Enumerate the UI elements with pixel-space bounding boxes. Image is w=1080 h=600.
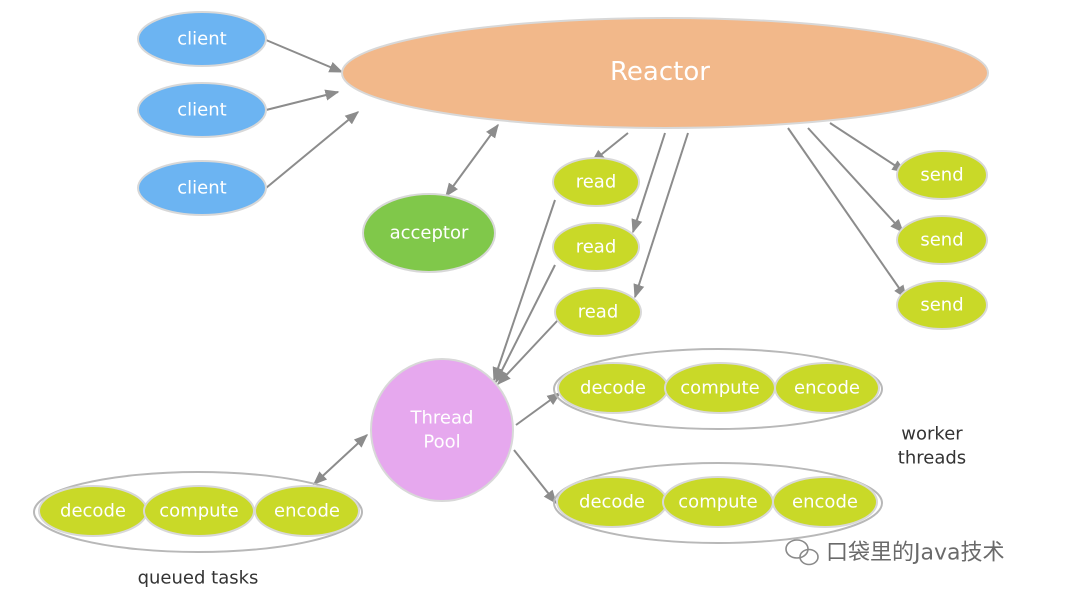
client-to-reactor-arrow	[265, 111, 360, 189]
pool-queue-arrow	[312, 434, 369, 485]
task-encode: encode	[774, 362, 880, 414]
reactor-node: Reactor	[341, 17, 989, 129]
client-label: client	[177, 29, 226, 50]
reactor-label: Reactor	[610, 57, 710, 87]
wechat-icon	[785, 539, 819, 566]
task-label: compute	[159, 501, 238, 522]
worker-thread-group: decode compute encode	[553, 462, 883, 544]
read-node: read	[552, 222, 640, 272]
read-label: read	[576, 237, 617, 258]
client-label: client	[177, 178, 226, 199]
worker-threads-label-line1: worker	[901, 424, 963, 445]
worker-threads-label-line2: threads	[898, 448, 966, 469]
read-to-pool-arrow	[497, 319, 559, 386]
watermark-text: 口袋里的Java技术	[826, 541, 1004, 566]
connector-arrows	[265, 39, 907, 505]
thread-pool-label-line1: Thread	[410, 408, 474, 429]
task-label: decode	[60, 501, 126, 522]
task-label: decode	[580, 378, 646, 399]
read-to-pool-arrow	[495, 264, 556, 384]
client-to-reactor-arrow	[265, 39, 344, 73]
task-label: decode	[579, 492, 645, 513]
read-label: read	[578, 302, 619, 323]
task-encode: encode	[254, 485, 360, 537]
task-label: compute	[680, 378, 759, 399]
client-node: client	[137, 11, 267, 67]
worker-thread-group: decode compute encode	[553, 348, 883, 430]
acceptor-node: acceptor	[362, 193, 496, 273]
read-label: read	[576, 172, 617, 193]
task-label: encode	[794, 378, 860, 399]
task-label: encode	[274, 501, 340, 522]
thread-pool-label-line2: Pool	[423, 432, 460, 453]
task-compute: compute	[143, 485, 255, 537]
watermark: 口袋里的Java技术	[785, 539, 1004, 566]
client-node: client	[137, 82, 267, 138]
client-to-reactor-arrow	[265, 89, 340, 111]
task-label: encode	[792, 492, 858, 513]
send-label: send	[920, 165, 963, 186]
task-decode: decode	[38, 485, 148, 537]
send-node: send	[896, 280, 988, 330]
reactor-to-read-arrow	[633, 132, 689, 299]
task-compute: compute	[664, 362, 776, 414]
read-node: read	[552, 157, 640, 207]
thread-pool-node: Thread Pool	[370, 358, 514, 502]
task-decode: decode	[556, 476, 668, 528]
task-decode: decode	[557, 362, 669, 414]
acceptor-label: acceptor	[390, 223, 469, 244]
send-node: send	[896, 215, 988, 265]
pool-to-worker-arrow	[513, 449, 557, 505]
reactor-to-send-arrow	[829, 122, 907, 173]
task-label: compute	[678, 492, 757, 513]
queued-tasks-label: queued tasks	[138, 568, 259, 589]
reactor-to-read-arrow	[631, 132, 666, 234]
queued-task-group: decode compute encode	[33, 471, 363, 553]
read-to-pool-arrow	[492, 199, 556, 382]
task-compute: compute	[662, 476, 774, 528]
send-node: send	[896, 150, 988, 200]
send-label: send	[920, 295, 963, 316]
reactor-acceptor-arrow	[445, 123, 499, 198]
client-node: client	[137, 160, 267, 216]
client-label: client	[177, 100, 226, 121]
reactor-to-send-arrow	[807, 127, 904, 234]
task-encode: encode	[772, 476, 878, 528]
pool-to-worker-arrow	[515, 392, 562, 426]
send-label: send	[920, 230, 963, 251]
read-node: read	[554, 287, 642, 337]
reactor-to-send-arrow	[787, 127, 907, 300]
